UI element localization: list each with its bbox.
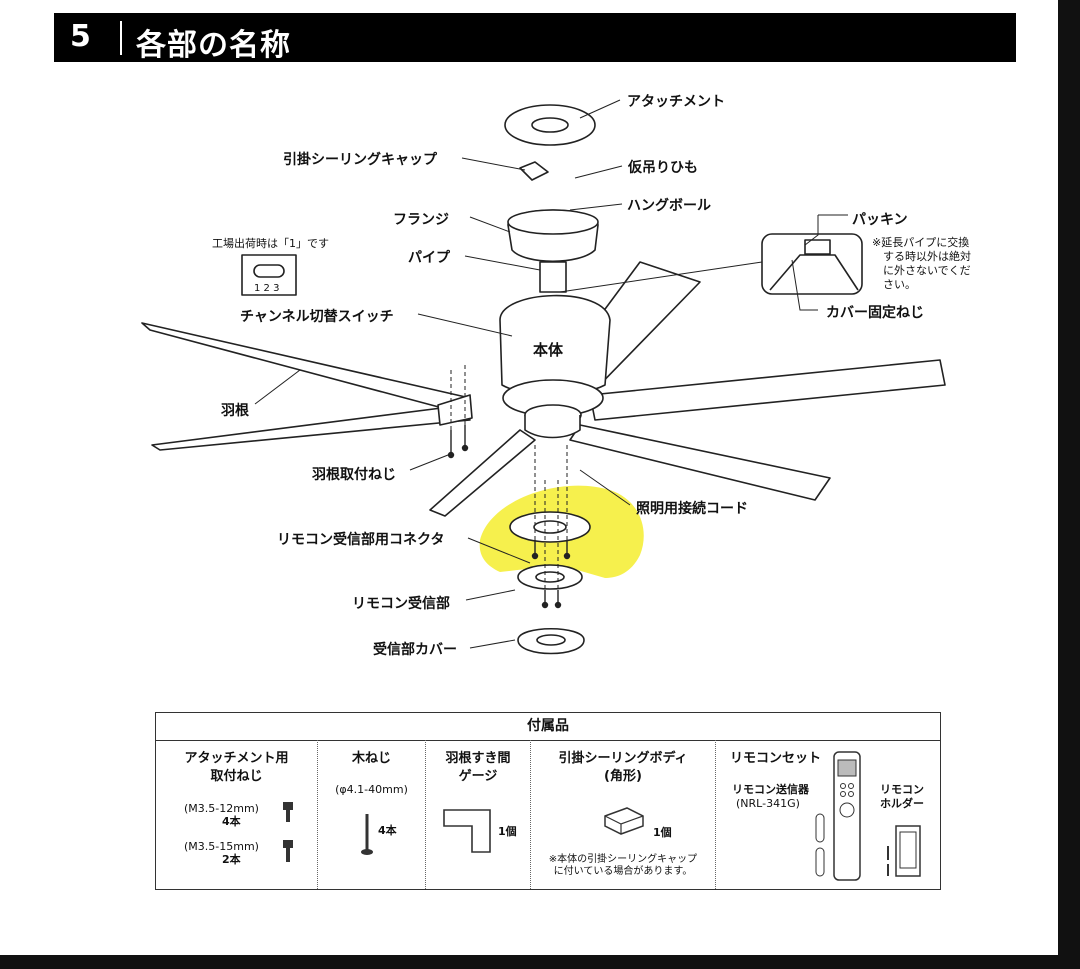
label-hang-ball: ハングボール	[627, 198, 711, 214]
label-hook-ceiling-cap: 引掛シーリングキャップ	[283, 152, 437, 168]
ceiling-body-note-2: に付いている場合があります。	[553, 866, 693, 877]
label-channel-switch: チャンネル切替スイッチ	[240, 309, 394, 325]
label-cover-screw: カバー固定ねじ	[826, 305, 924, 321]
accessory-ceiling-body: 引掛シーリングボディ (角形) 1個 ※本体の引掛シーリングキャップ に付いてい…	[531, 740, 716, 889]
accessory-wood-screws: 木ねじ (φ4.1-40mm) 4本	[318, 740, 426, 889]
gauge-title-1: 羽根すき間	[445, 751, 511, 766]
ceiling-body-title-2: (角形)	[604, 769, 642, 784]
label-switch-positions: 1 2 3	[254, 283, 280, 294]
ceiling-body-qty: 1個	[653, 826, 672, 839]
attachment-screws-title-2: 取付ねじ	[210, 769, 263, 784]
page-bottom-border	[0, 955, 1080, 969]
gauge-title-2: ゲージ	[458, 769, 498, 784]
label-blade: 羽根	[221, 403, 249, 419]
ceiling-body-note-1: ※本体の引掛シーリングキャップ	[548, 854, 698, 865]
attachment-screw-spec-1: (M3.5-12mm)	[184, 802, 259, 815]
label-factory-note: 工場出荷時は「1」です	[212, 237, 329, 250]
attachment-screw-qty-1: 4本	[222, 815, 241, 828]
label-flange: フランジ	[393, 212, 449, 228]
remote-holder-label-1: リモコン	[880, 783, 924, 796]
ceiling-body-icon	[604, 807, 644, 835]
accessory-blade-gauge: 羽根すき間 ゲージ 1個	[426, 740, 531, 889]
blade-bracket	[437, 394, 473, 426]
remote-transmitter-label: リモコン送信器	[732, 783, 809, 796]
machine-screw-icon	[283, 802, 293, 862]
label-attachment: アタッチメント	[627, 94, 725, 110]
fan-exploded-diagram	[141, 99, 946, 655]
label-receiver-cover: 受信部カバー	[373, 642, 457, 658]
wood-screw-spec: (φ4.1-40mm)	[335, 783, 408, 796]
attachment-screw-spec-2: (M3.5-15mm)	[184, 840, 259, 853]
label-light-cord: 照明用接続コード	[636, 501, 748, 517]
gauge-icon	[443, 809, 491, 853]
label-extension-note-2: する時以外は絶対	[883, 250, 971, 263]
label-packing: パッキン	[852, 212, 908, 228]
blade-right	[589, 359, 946, 421]
ceiling-cap	[519, 161, 549, 181]
label-extension-note-4: さい。	[883, 278, 916, 291]
accessories-table: 付属品 アタッチメント用 取付ねじ (M3.5-12mm) 4本 (M3.5-1…	[155, 712, 941, 890]
remote-model-label: (NRL-341G)	[736, 797, 800, 810]
accessory-remote-set: リモコンセット リモコン送信器 (NRL-341G) リモコン ホルダー	[716, 740, 940, 889]
section-header: 5 各部の名称	[54, 13, 1016, 63]
label-extension-note-1: ※延長パイプに交換	[872, 236, 970, 249]
remote-holder-label-2: ホルダー	[880, 797, 924, 810]
label-main-body: 本体	[533, 341, 564, 359]
section-number: 5	[70, 19, 91, 54]
blade-left-upper	[141, 322, 471, 411]
attachment-screws-title-1: アタッチメント用	[184, 751, 289, 766]
wood-screw-qty: 4本	[378, 824, 397, 837]
remote-control-icon	[815, 751, 921, 881]
gauge-qty: 1個	[498, 825, 517, 838]
wood-screw-title: 木ねじ	[351, 751, 391, 766]
section-title: 各部の名称	[136, 28, 291, 63]
attachment-screw-qty-2: 2本	[222, 853, 241, 866]
blade-left-lower	[151, 404, 471, 451]
page-right-border	[1058, 0, 1080, 969]
label-temp-string: 仮吊りひも	[628, 160, 698, 176]
accessory-attachment-screws: アタッチメント用 取付ねじ (M3.5-12mm) 4本 (M3.5-15mm)…	[156, 740, 318, 889]
remote-set-title: リモコンセット	[730, 751, 822, 766]
header-separator	[120, 21, 122, 55]
accessories-title: 付属品	[156, 713, 940, 741]
pipe	[539, 261, 567, 293]
label-pipe: パイプ	[408, 250, 450, 266]
label-blade-screw: 羽根取付ねじ	[312, 467, 396, 483]
label-receiver: リモコン受信部	[352, 596, 450, 612]
label-extension-note-3: に外さないでくだ	[883, 264, 971, 277]
blade-lower-left	[429, 429, 536, 517]
blade-right-lower	[569, 424, 831, 501]
ceiling-body-title-1: 引掛シーリングボディ	[558, 751, 688, 766]
label-receiver-connector: リモコン受信部用コネクタ	[277, 532, 445, 548]
wood-screw-icon	[361, 814, 373, 855]
